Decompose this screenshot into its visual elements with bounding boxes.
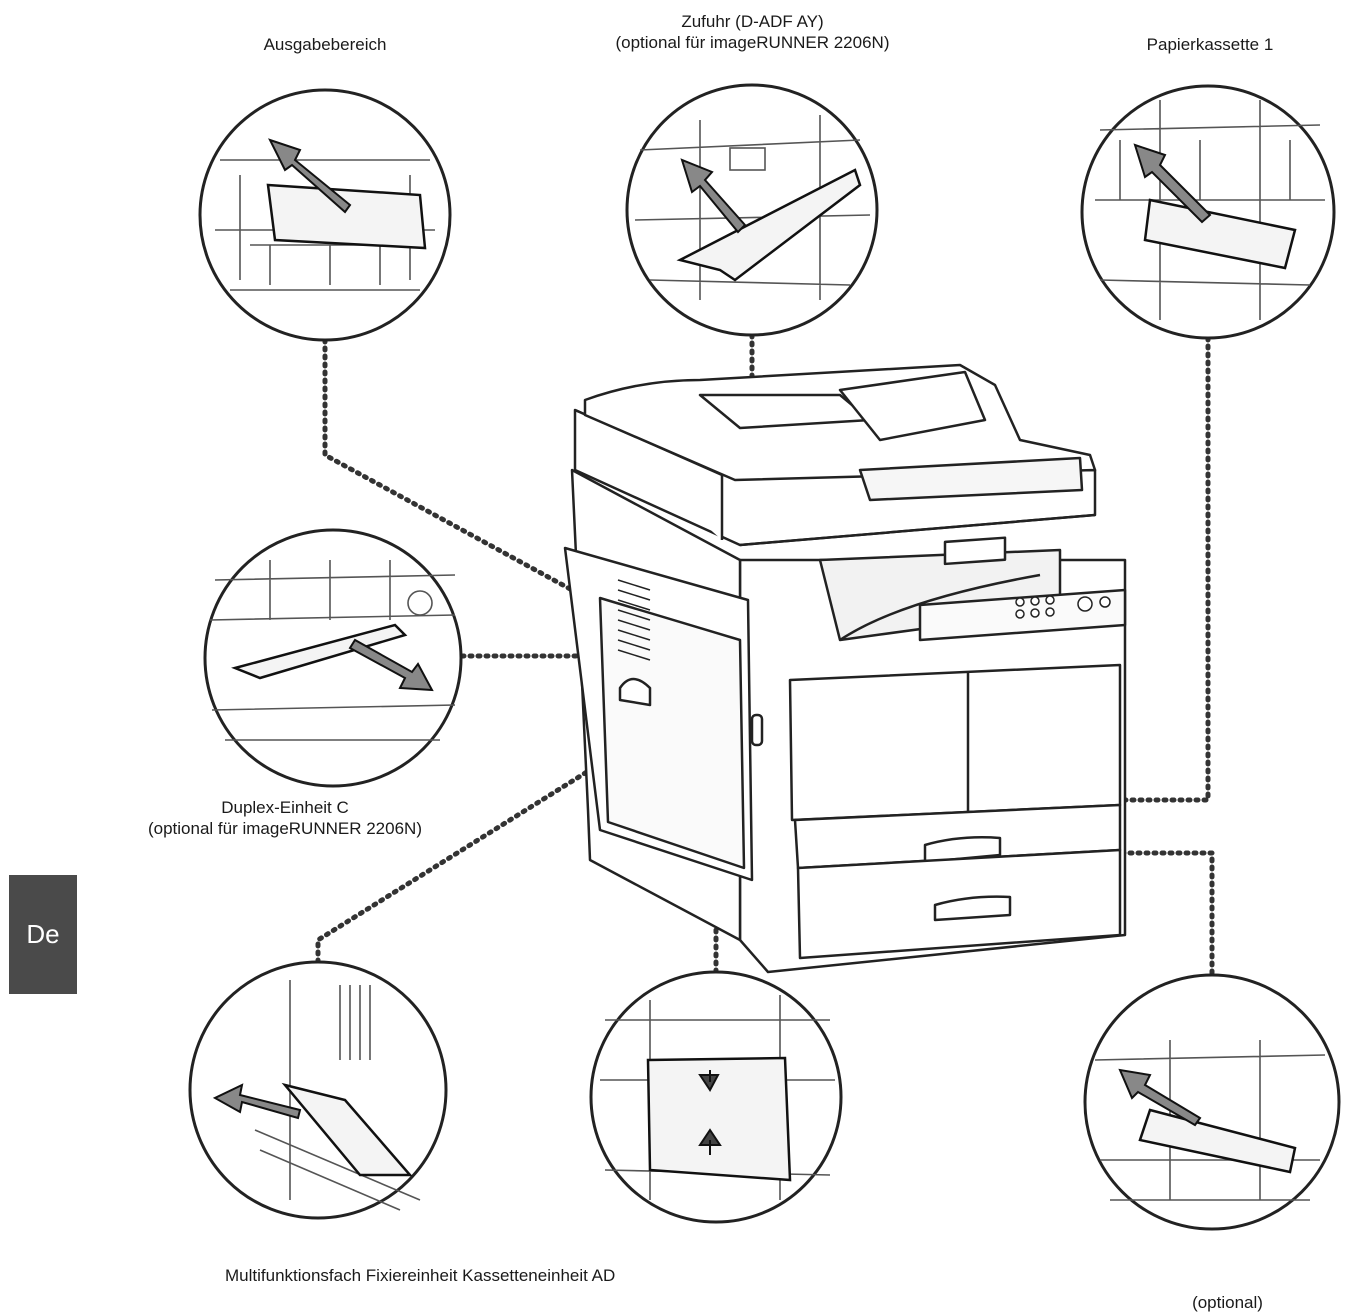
label-bottom-row: Multifunktionsfach Fixiereinheit Kassett…	[225, 1266, 616, 1285]
inset-duplex	[203, 528, 463, 788]
label-feeder: Zufuhr (D-ADF AY) (optional für imageRUN…	[580, 11, 925, 53]
leader-cassette-ad	[1095, 850, 1215, 981]
label-duplex-line2: (optional für imageRUNNER 2206N)	[147, 819, 422, 838]
label-duplex-line1: Duplex-Einheit C	[221, 798, 349, 817]
label-output-area: Ausgabebereich	[263, 35, 387, 54]
language-tab: De	[9, 875, 77, 994]
leader-multipurpose	[315, 767, 593, 1005]
inset-output-area	[198, 88, 452, 342]
inset-feeder	[625, 83, 879, 337]
label-duplex: Duplex-Einheit C (optional für imageRUNN…	[120, 797, 450, 839]
inset-multipurpose-tray	[188, 960, 448, 1220]
inset-paper-cassette-1	[1080, 84, 1336, 340]
inset-cassette-ad	[1083, 973, 1341, 1231]
printer-illustration	[563, 363, 1127, 974]
label-feeder-line2: (optional für imageRUNNER 2206N)	[615, 33, 890, 52]
leader-cassette-1	[1095, 335, 1211, 803]
label-optional: (optional)	[1192, 1293, 1263, 1312]
leader-output-area	[322, 337, 575, 593]
inset-fixing-unit	[589, 970, 843, 1224]
label-feeder-line1: Zufuhr (D-ADF AY)	[681, 12, 824, 31]
label-paper-cassette-1: Papierkassette 1	[1146, 35, 1274, 54]
